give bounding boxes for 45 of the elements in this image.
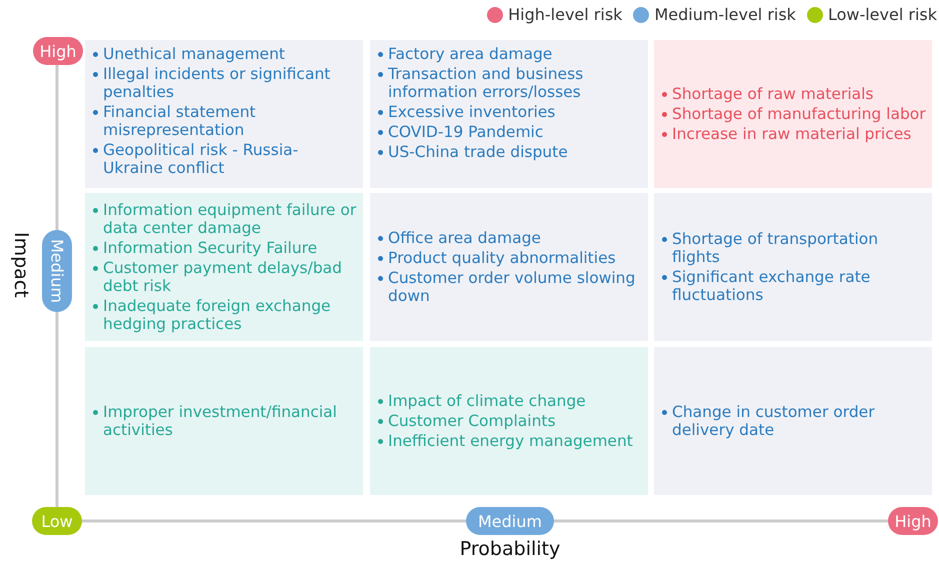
risk-item: Customer Complaints (374, 412, 642, 430)
legend-label: High-level risk (508, 5, 622, 24)
matrix-cell (85, 193, 363, 341)
matrix-cell (654, 40, 932, 188)
risk-item: Customer payment delays/bad debt risk (89, 259, 357, 295)
risk-item: Customer order volume slowing down (374, 269, 642, 305)
risk-item: Impact of climate change (374, 392, 642, 410)
risk-item: Shortage of manufacturing labor (658, 105, 926, 123)
matrix-cell (654, 347, 932, 495)
risk-item: US-China trade dispute (374, 143, 642, 161)
matrix-cell (654, 193, 932, 341)
risk-item: Inadequate foreign exchange hedging practices (89, 297, 357, 333)
matrix-cell (370, 40, 648, 188)
axis-level-pill: Medium (466, 507, 554, 535)
legend-label: Low-level risk (828, 5, 937, 24)
risk-item: Illegal incidents or significant penalties (89, 65, 357, 101)
risk-item: Factory area damage (374, 45, 642, 63)
axis-level-pill: High (888, 507, 938, 535)
risk-item: Information equipment failure or data center damage (89, 201, 357, 237)
axis-level-pill: High (33, 37, 83, 65)
axis-level-pill: Low (32, 507, 82, 535)
risk-item: COVID-19 Pandemic (374, 123, 642, 141)
risk-item: Geopolitical risk - Russia-Ukraine conflict (89, 141, 357, 177)
matrix-cell (370, 347, 648, 495)
risk-item: Product quality abnormalities (374, 249, 642, 267)
risk-item: Excessive inventories (374, 103, 642, 121)
matrix-cell (370, 193, 648, 341)
risk-item: Shortage of transportation flights (658, 230, 926, 266)
risk-item: Significant exchange rate fluctuations (658, 268, 926, 304)
risk-item: Transaction and business information errors/losses (374, 65, 642, 101)
risk-item: Shortage of raw materials (658, 85, 926, 103)
matrix-cell (85, 347, 363, 495)
legend-label: Medium-level risk (654, 5, 796, 24)
matrix-cell (85, 40, 363, 188)
risk-item: Increase in raw material prices (658, 125, 926, 143)
risk-item: Unethical management (89, 45, 357, 63)
risk-item: Inefficient energy management (374, 432, 642, 450)
risk-item: Financial statement misrepresentation (89, 103, 357, 139)
axis-title: Probability (458, 538, 562, 560)
axis-level-pill: Medium (42, 230, 72, 312)
risk-item: Improper investment/financial activities (89, 403, 357, 439)
risk-item: Office area damage (374, 229, 642, 247)
risk-item: Change in customer order delivery date (658, 403, 926, 439)
axis-title: Impact (10, 232, 32, 298)
risk-item: Information Security Failure (89, 239, 357, 257)
